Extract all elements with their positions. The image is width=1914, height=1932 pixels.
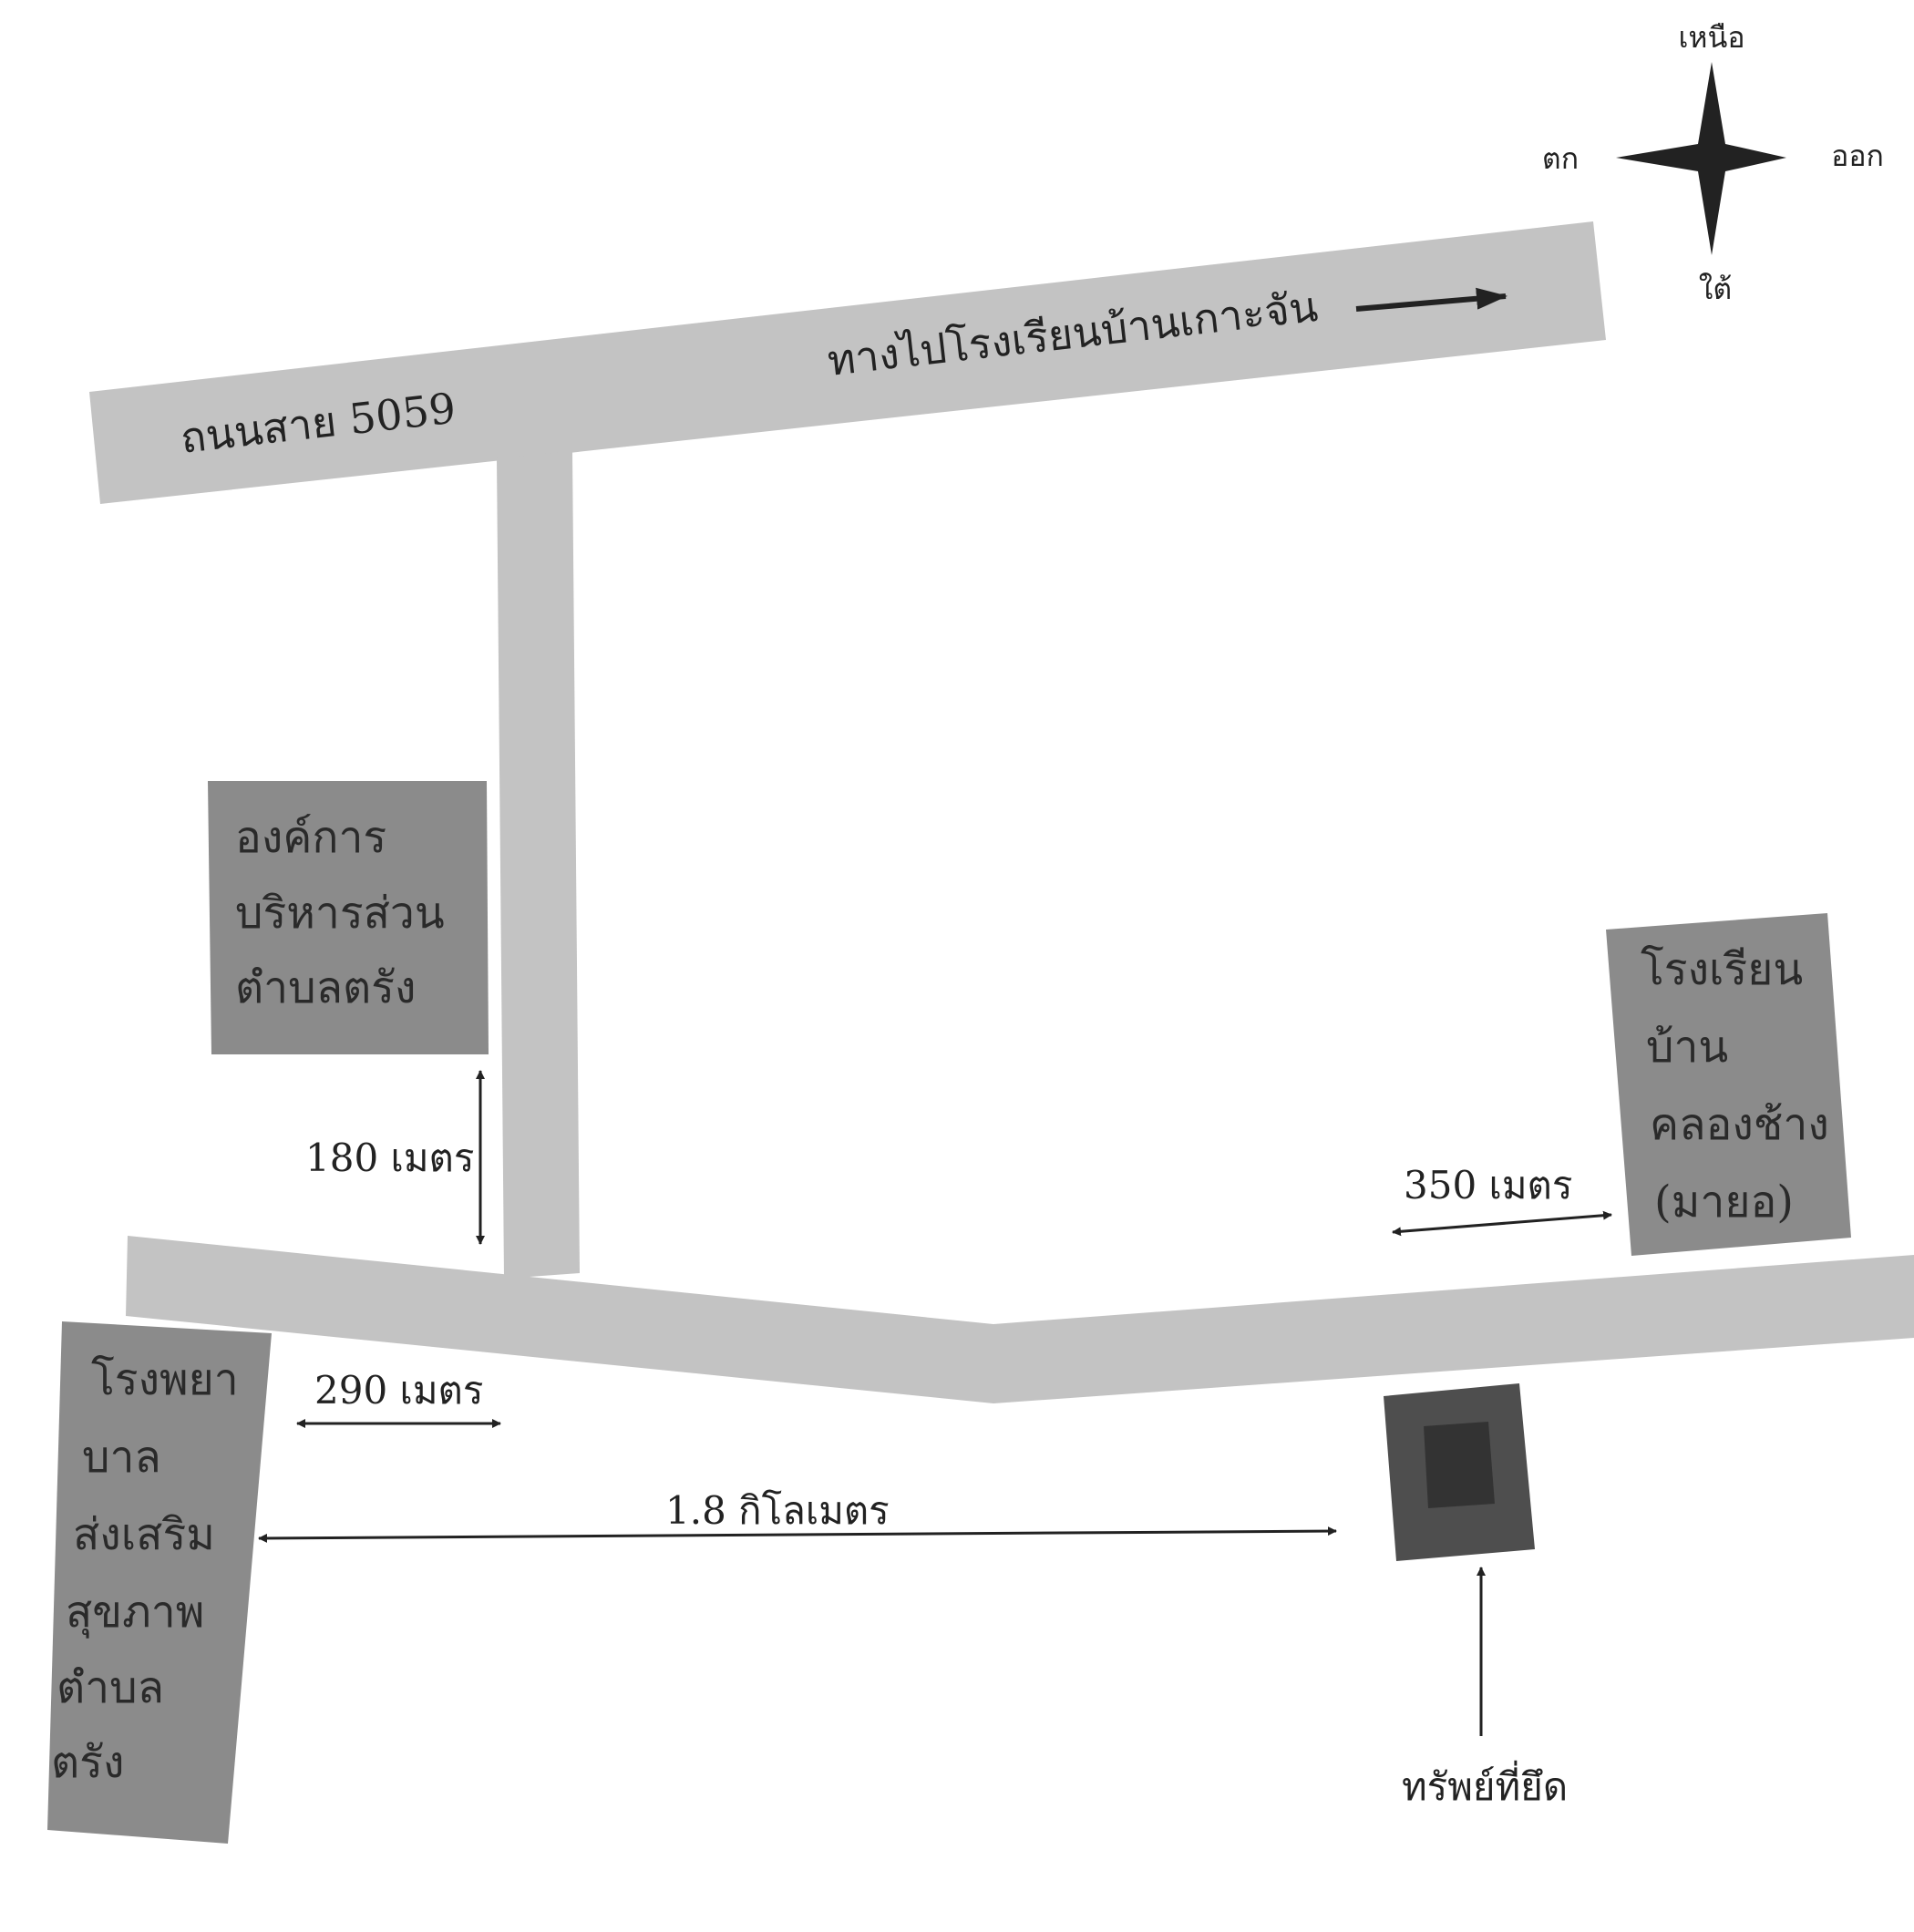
hospital-label-line-5: ตำบล — [57, 1662, 164, 1713]
hospital-label-line-3: ส่งเสริม — [73, 1509, 215, 1560]
seized-property: ทรัพย์ที่ยึด — [1384, 1383, 1568, 1809]
distance-label-hospital-property: 1.8 กิโลเมตร — [665, 1488, 890, 1533]
property-label: ทรัพย์ที่ยึด — [1402, 1761, 1568, 1809]
distance-label-school: 350 เมตร — [1404, 1163, 1572, 1208]
compass-rose: เหนือ ใต้ ออก ตก — [1542, 20, 1884, 306]
hospital-building: โรงพยา บาล ส่งเสริม สุขภาพ ตำบล ตรัง — [47, 1321, 272, 1844]
distance-markers: 180 เมตร 350 เมตร 290 เมตร 1.8 กิโลเมตร — [258, 1070, 1612, 1543]
school-label-line-1: โรงเรียน — [1641, 944, 1803, 995]
sao-label-line-3: ตำบลตรัง — [235, 962, 416, 1013]
distance-label-sao: 180 เมตร — [305, 1136, 474, 1180]
compass-south-label: ใต้ — [1699, 272, 1732, 306]
direction-arrow-icon — [1355, 287, 1508, 312]
sao-label-line-2: บริหารส่วน — [235, 888, 445, 939]
property-inner-square — [1424, 1422, 1495, 1508]
distance-arrow-hospital-property — [258, 1526, 1337, 1543]
compass-west-label: ตก — [1542, 141, 1579, 176]
sao-building: องค์การ บริหารส่วน ตำบลตรัง — [208, 781, 489, 1054]
roads — [89, 221, 1914, 1403]
hospital-label-line-6: ตรัง — [51, 1737, 124, 1788]
connector-road-north-south — [497, 451, 580, 1279]
hospital-label-line-1: โรงพยา — [91, 1354, 239, 1405]
sao-building-shape — [208, 781, 489, 1054]
distance-label-hospital-junction: 290 เมตร — [314, 1368, 483, 1413]
school-building: โรงเรียน บ้าน คลองช้าง (มายอ) — [1606, 913, 1851, 1256]
sao-label-line-1: องค์การ — [235, 812, 386, 863]
hospital-label-line-2: บาล — [82, 1432, 161, 1483]
compass-east-label: ออก — [1831, 139, 1884, 173]
bottom-road — [126, 1236, 1914, 1403]
compass-north-label: เหนือ — [1678, 20, 1744, 55]
school-label-line-2: บ้าน — [1646, 1022, 1728, 1073]
school-label-line-4: (มายอ) — [1654, 1177, 1794, 1228]
hospital-building-shape — [47, 1321, 272, 1844]
school-building-shape — [1606, 913, 1851, 1256]
hospital-label-line-4: สุขภาพ — [66, 1587, 204, 1639]
school-label-line-3: คลองช้าง — [1650, 1099, 1829, 1150]
distance-arrow-school — [1392, 1210, 1612, 1237]
compass-star-icon — [1616, 62, 1786, 255]
highway-5059-road — [89, 221, 1606, 504]
